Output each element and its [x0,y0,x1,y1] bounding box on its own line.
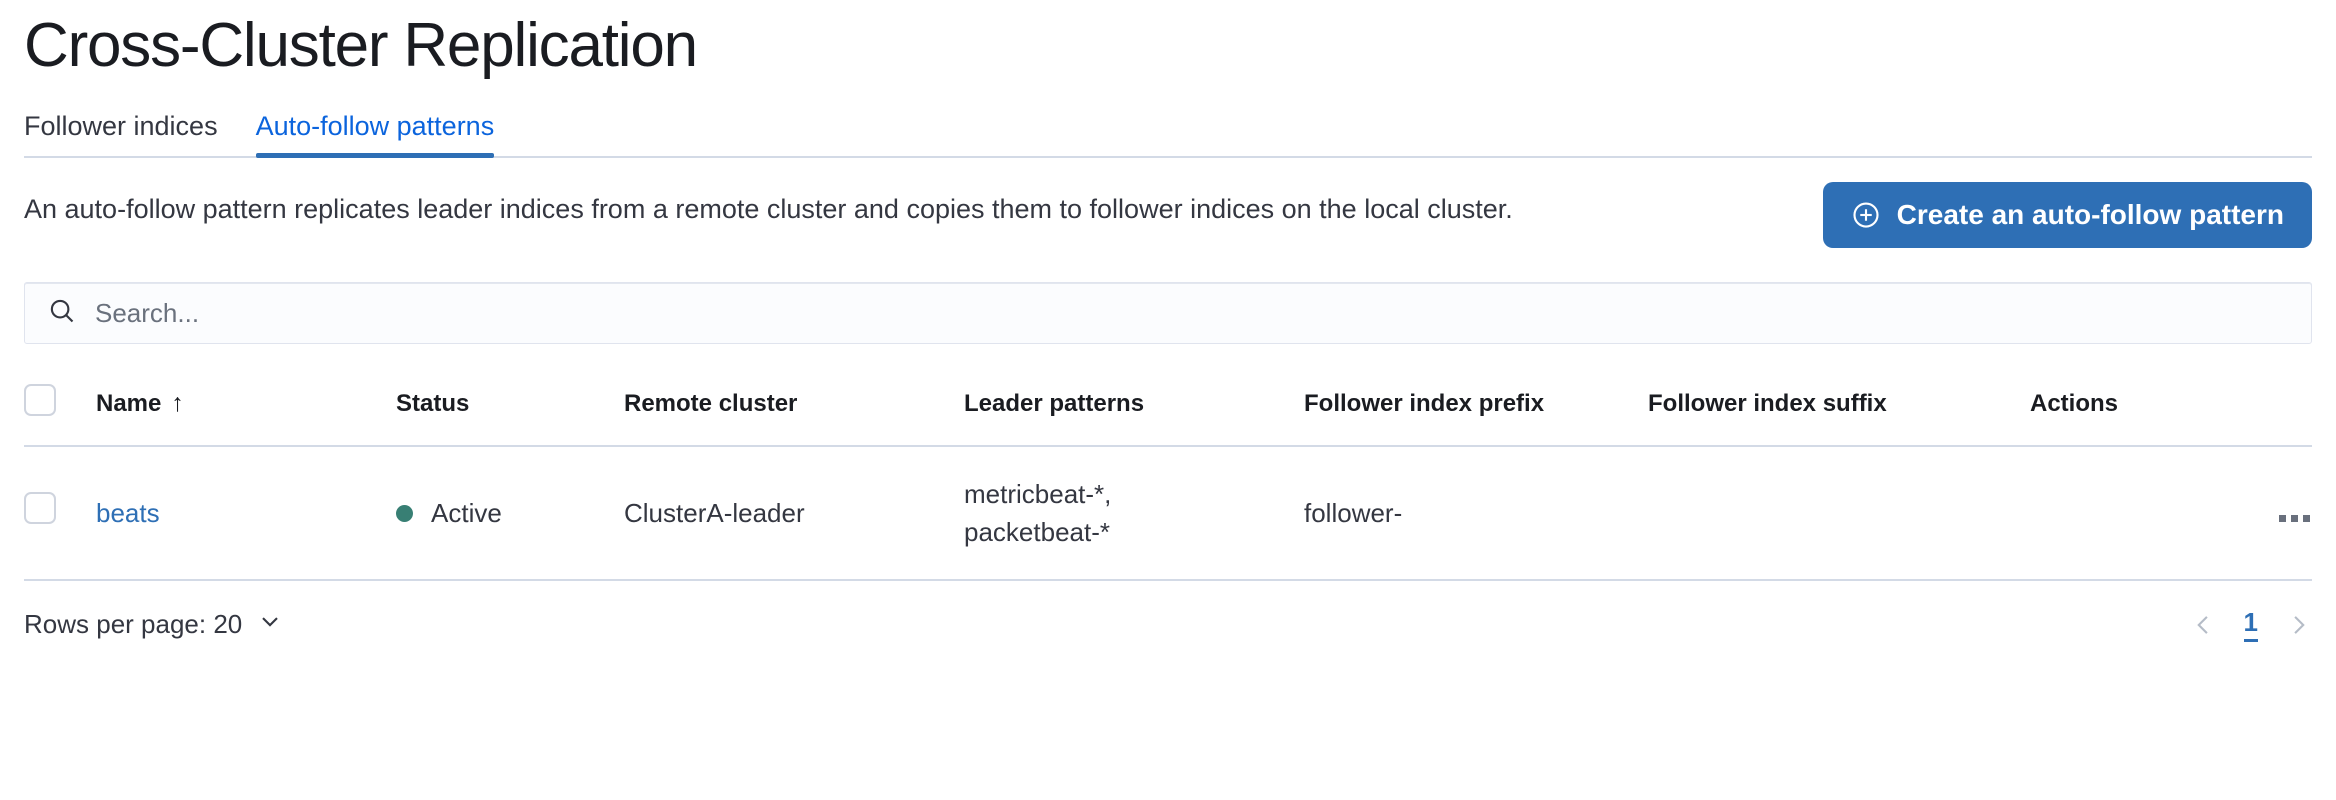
cell-leader-patterns: metricbeat-*, packetbeat-* [964,446,1304,581]
tab-follower-indices[interactable]: Follower indices [24,113,218,156]
arrow-up-icon: ↑ [171,389,184,417]
table-header-row: Name ↑ Status Remote cluster Leader patt… [24,372,2312,447]
status-label: Active [431,498,502,529]
select-all-header [24,372,96,447]
more-actions-icon[interactable] [2279,515,2312,522]
column-header-name-label: Name [96,389,162,417]
create-auto-follow-pattern-button[interactable]: Create an auto-follow pattern [1822,182,2312,248]
cell-actions [2030,446,2312,581]
create-button-label: Create an auto-follow pattern [1896,199,2284,230]
leader-patterns-value: metricbeat-*, packetbeat-* [964,479,1112,547]
column-header-status[interactable]: Status [396,372,624,447]
cell-follower-index-suffix [1648,446,2030,581]
table-header: Name ↑ Status Remote cluster Leader patt… [24,372,2312,447]
column-header-follower-index-prefix[interactable]: Follower index prefix [1304,372,1648,447]
chevron-left-icon[interactable] [2190,611,2218,639]
pagination: 1 [2190,607,2312,642]
table-body: beats Active ClusterA-leader metricbeat-… [24,446,2312,581]
tab-auto-follow-patterns[interactable]: Auto-follow patterns [255,113,494,158]
column-header-follower-index-suffix[interactable]: Follower index suffix [1648,372,2030,447]
pagination-page-1[interactable]: 1 [2243,607,2258,642]
column-header-leader-patterns[interactable]: Leader patterns [964,372,1304,447]
chevron-right-icon[interactable] [2284,611,2312,639]
rows-per-page-selector[interactable]: Rows per page: 20 [24,607,284,642]
intro-row: An auto-follow pattern replicates leader… [24,182,2312,248]
tab-bar: Follower indices Auto-follow patterns [24,102,2312,158]
status-dot-icon [396,504,413,522]
row-checkbox[interactable] [24,492,56,524]
cell-name: beats [96,446,396,581]
select-all-checkbox[interactable] [24,384,56,416]
search-input[interactable] [95,283,2311,343]
search-icon [47,296,77,331]
cell-status: Active [396,446,624,581]
intro-description: An auto-follow pattern replicates leader… [24,194,1513,224]
column-header-actions: Actions [2030,372,2312,447]
page-title: Cross-Cluster Replication [24,11,698,80]
search-box[interactable] [24,282,2312,344]
column-header-name[interactable]: Name ↑ [96,372,396,447]
table-footer: Rows per page: 20 1 [24,607,2312,642]
search-area [24,282,2312,344]
status-badge: Active [396,494,502,532]
rows-per-page-label: Rows per page: 20 [24,609,243,639]
cell-follower-index-prefix: follower- [1304,446,1648,581]
cell-remote-cluster: ClusterA-leader [624,446,964,581]
column-header-remote-cluster[interactable]: Remote cluster [624,372,964,447]
pattern-name-link[interactable]: beats [96,498,160,528]
row-select-cell [24,446,96,581]
table-row: beats Active ClusterA-leader metricbeat-… [24,446,2312,581]
chevron-down-icon [256,607,284,642]
plus-in-circle-icon [1851,200,1881,230]
sort-by-name[interactable]: Name ↑ [96,390,184,418]
auto-follow-patterns-table: Name ↑ Status Remote cluster Leader patt… [24,372,2312,581]
